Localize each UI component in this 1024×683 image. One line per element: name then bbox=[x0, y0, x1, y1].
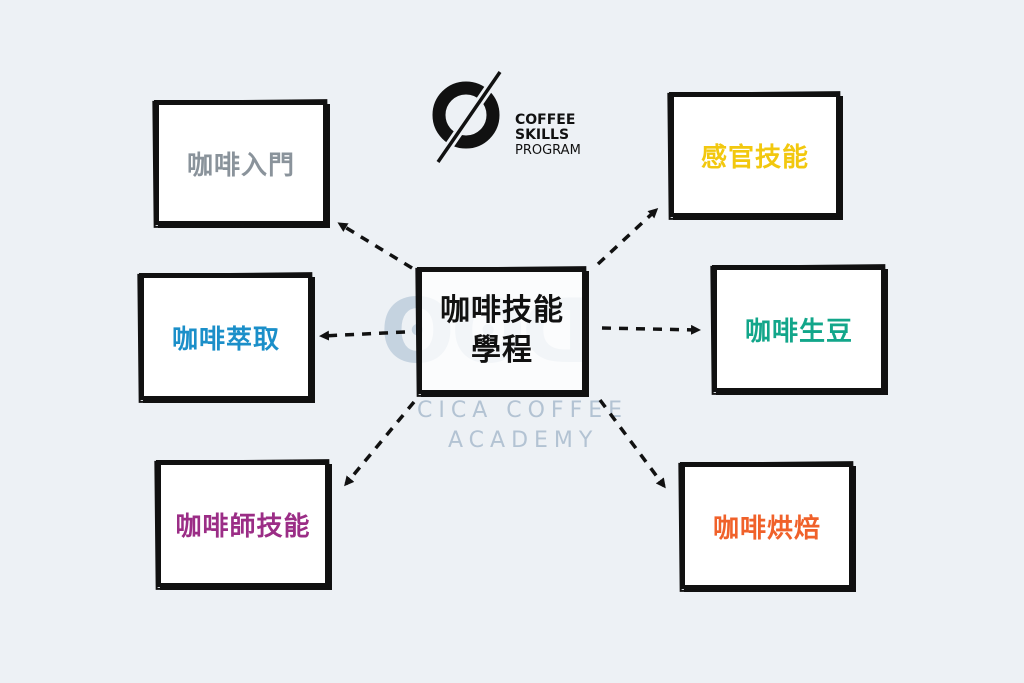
node-coffee-intro-label: 咖啡入門 bbox=[186, 150, 295, 181]
node-coffee-brewing-label: 咖啡萃取 bbox=[171, 324, 280, 355]
arrow-to-brewing bbox=[319, 330, 406, 341]
node-sensory-skills-label: 感官技能 bbox=[700, 142, 809, 173]
node-coffee-roasting-label: 咖啡烘焙 bbox=[712, 513, 821, 544]
node-barista-skills-label: 咖啡師技能 bbox=[175, 511, 311, 542]
logo-line-coffee: COFFEE bbox=[515, 112, 576, 128]
logo-line-program: PROGRAM bbox=[515, 143, 581, 158]
node-barista-skills: 咖啡師技能 bbox=[157, 461, 329, 587]
node-green-coffee: 咖啡生豆 bbox=[713, 266, 885, 392]
center-title-line-2: 學程 bbox=[471, 333, 533, 368]
node-coffee-roasting: 咖啡烘焙 bbox=[681, 463, 853, 589]
arrow-to-roasting bbox=[598, 398, 666, 489]
node-green-coffee-label: 咖啡生豆 bbox=[744, 316, 853, 347]
node-coffee-intro: 咖啡入門 bbox=[155, 101, 327, 225]
coffee-skills-program-logo: COFFEE SKILLS PROGRAM bbox=[430, 69, 600, 165]
node-sensory-skills: 感官技能 bbox=[670, 93, 840, 217]
arrow-to-intro bbox=[337, 222, 413, 270]
arrow-to-green bbox=[601, 324, 701, 335]
watermark-line-1: CICA COFFEE bbox=[417, 398, 629, 423]
logo-line-skills: SKILLS bbox=[515, 127, 570, 143]
node-coffee-brewing: 咖啡萃取 bbox=[140, 274, 312, 400]
center-title-line-1: 咖啡技能 bbox=[440, 293, 564, 328]
logo-wordmark: COFFEE SKILLS PROGRAM bbox=[515, 112, 581, 159]
watermark-line-2: ACADEMY bbox=[448, 428, 599, 453]
arrow-to-sensory bbox=[596, 207, 659, 266]
arrow-to-barista bbox=[344, 400, 416, 487]
node-center-program: 咖啡技能 學程 bbox=[418, 268, 586, 394]
coffee-skills-logo-icon bbox=[432, 69, 504, 165]
